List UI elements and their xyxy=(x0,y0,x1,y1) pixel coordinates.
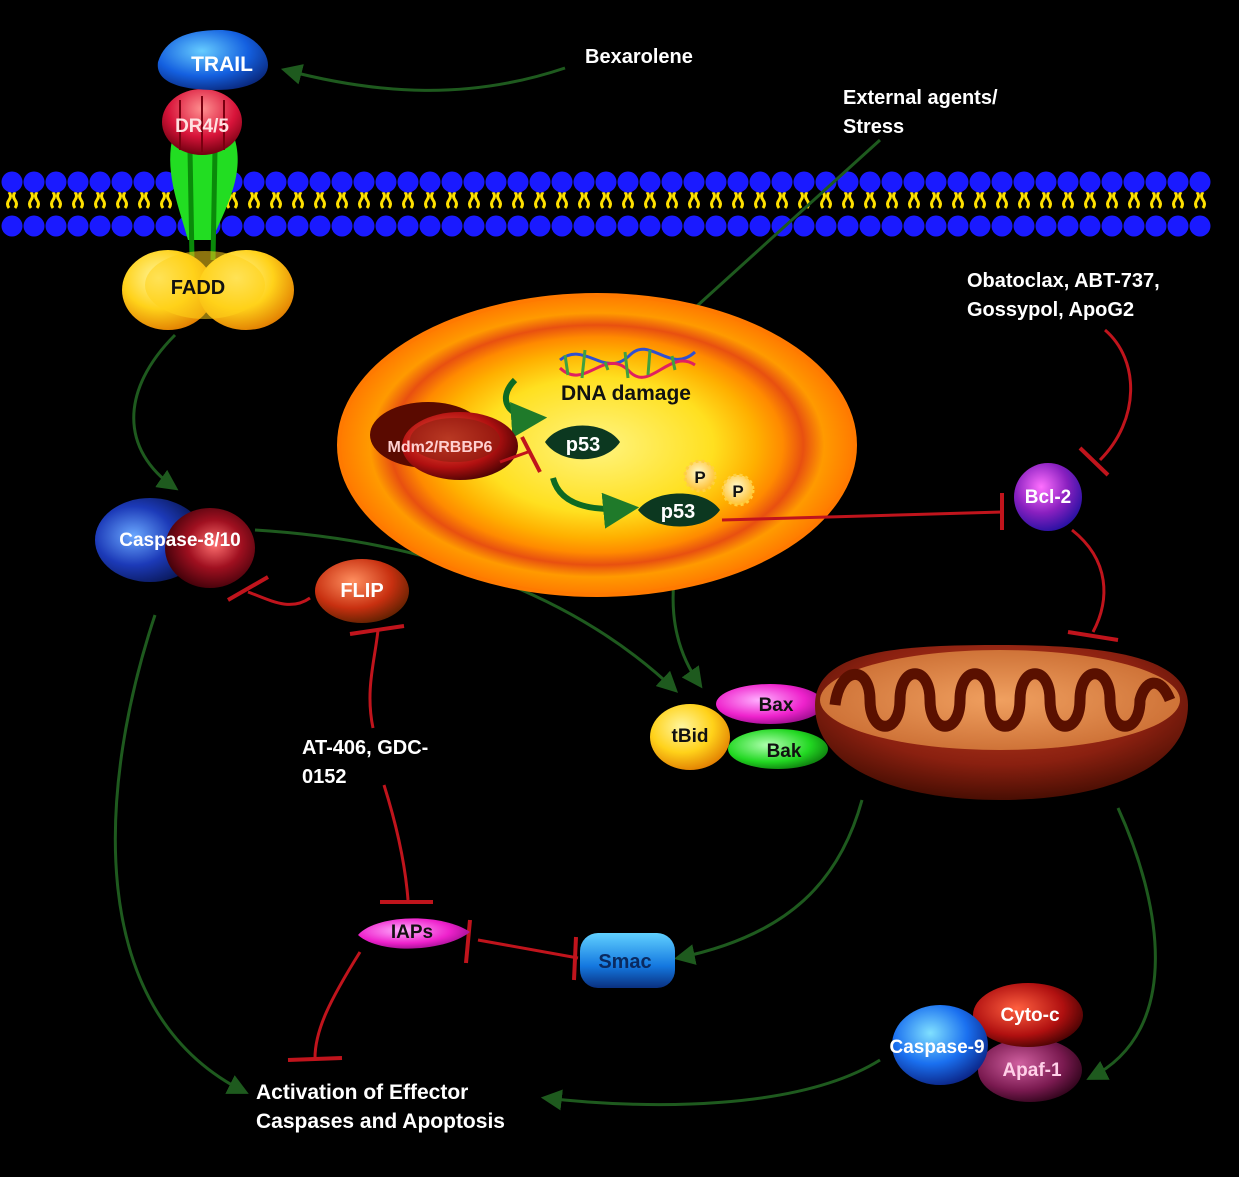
outcome-label-2: Caspases and Apoptosis xyxy=(256,1110,505,1133)
nucleus-arrows xyxy=(502,377,640,529)
receptor-green-stalk xyxy=(170,140,238,240)
smac-label: Smac xyxy=(598,951,651,973)
death-receptor-complex: DR4/5 TRAIL FADD xyxy=(122,30,294,330)
smac: Smac xyxy=(580,933,675,988)
inhibit-drug-bcl2 xyxy=(1098,328,1133,462)
apaf1-protein xyxy=(978,1038,1082,1102)
tbid-bax-bak-complex: Bax Bak tBid xyxy=(650,684,828,770)
svg-text:P: P xyxy=(694,468,705,487)
arrow-casp9-to-outcome xyxy=(540,1058,881,1111)
outcome-label-1: Activation of Effector xyxy=(256,1081,468,1104)
p53-protein: p53 xyxy=(545,425,620,460)
iap-inhibitors-label-2: 0152 xyxy=(302,766,347,788)
trail-ligand xyxy=(157,30,268,90)
mdm2-label: Mdm2/RBBP6 xyxy=(388,439,493,456)
caspase810-label: Caspase-8/10 xyxy=(119,530,240,551)
inhibit-smac-iaps xyxy=(477,938,579,960)
caspase-8-10: Caspase-8/10 xyxy=(95,498,255,588)
arrow-mito-to-smac xyxy=(673,799,864,965)
bcl2-inhibitors-label-1: Obatoclax, ABT-737, xyxy=(967,270,1160,292)
caspase9-label: Caspase-9 xyxy=(889,1037,984,1058)
inhibition-lines xyxy=(227,328,1133,1062)
cytoc-protein xyxy=(973,983,1083,1047)
arrow-fadd-to-caspase8 xyxy=(132,333,179,491)
bak-protein xyxy=(728,729,828,769)
fadd-label: FADD xyxy=(171,277,225,299)
inhibit-flip-caspase8 xyxy=(247,590,311,606)
phosphate-icon: P xyxy=(683,459,717,493)
svg-text:P: P xyxy=(732,482,743,501)
dr45-label: DR4/5 xyxy=(175,116,229,137)
bexarolene-label: Bexarolene xyxy=(585,46,693,68)
stress-label: Stress xyxy=(843,116,904,138)
flip: FLIP xyxy=(315,559,409,623)
inhibit-mdm2-p53 xyxy=(499,450,529,464)
bcl2-label: Bcl-2 xyxy=(1025,487,1071,508)
tbid-label: tBid xyxy=(672,726,709,747)
apaf1-label: Apaf-1 xyxy=(1002,1060,1062,1081)
bax-label: Bax xyxy=(759,695,794,716)
bax-protein xyxy=(716,684,824,724)
flip-label: FLIP xyxy=(340,580,383,602)
bcl-2: Bcl-2 xyxy=(1014,463,1082,531)
external-agents-label: External agents/ xyxy=(843,87,998,109)
p53-phosphorylated: p53 P P xyxy=(638,459,755,527)
arrow-p53-to-phospho xyxy=(550,477,640,529)
arrow-mito-to-apaf xyxy=(1086,807,1157,1080)
trail-label: TRAIL xyxy=(191,53,253,76)
mdm2-rbbp6: Mdm2/RBBP6 xyxy=(370,402,518,480)
p53-phospho-label: p53 xyxy=(661,501,695,523)
arrow-stress-to-dna xyxy=(661,138,882,338)
iaps: IAPs xyxy=(358,918,470,949)
iaps-label: IAPs xyxy=(391,922,433,943)
text-labels: Bexarolene External agents/ Stress Obato… xyxy=(256,46,1160,1133)
bak-label: Bak xyxy=(767,741,802,762)
caspase9-protein xyxy=(892,1005,988,1085)
dna-damage-label: DNA damage xyxy=(561,382,691,405)
tbid-protein xyxy=(650,704,730,770)
fadd-adapter: FADD xyxy=(122,250,294,330)
inhibit-bcl2-mito xyxy=(1071,528,1106,633)
inhibit-drug-iaps xyxy=(382,784,410,901)
arrow-mdm2-to-dna xyxy=(502,377,548,438)
arrow-caspase8-to-outcome xyxy=(113,614,249,1094)
iap-inhibitors-label-1: AT-406, GDC- xyxy=(302,737,428,759)
apoptosome: Cyto-c Caspase-9 Apaf-1 xyxy=(889,983,1083,1102)
inhibit-iaps-outcome xyxy=(313,951,362,1059)
phosphate-icon: P xyxy=(721,473,755,507)
dna-helix-icon xyxy=(558,347,697,379)
p53-label: p53 xyxy=(566,434,600,456)
lipid-bilayer-membrane xyxy=(1,171,1211,237)
arrow-bexarolene-to-trail xyxy=(280,64,566,92)
inhibit-iaps-flip xyxy=(368,629,380,729)
mitochondrion-icon xyxy=(815,645,1188,800)
cytoc-label: Cyto-c xyxy=(1000,1005,1060,1026)
bcl2-inhibitors-label-2: Gossypol, ApoG2 xyxy=(967,299,1134,321)
inhibit-p53-bcl2 xyxy=(721,510,1003,522)
